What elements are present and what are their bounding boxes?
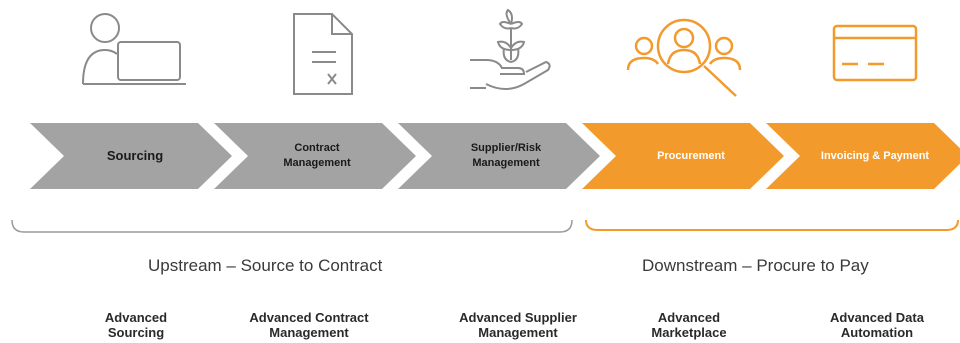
stage-invoicing-label: Invoicing & Payment xyxy=(820,149,930,162)
product-advanced-data-automation: Advanced Data Automation xyxy=(830,310,924,340)
stage-sourcing-label: Sourcing xyxy=(106,148,164,164)
product-advanced-supplier-management: Advanced Supplier Management xyxy=(459,310,577,340)
product-advanced-marketplace: Advanced Marketplace xyxy=(651,310,727,340)
product-advanced-sourcing: Advanced Sourcing xyxy=(104,310,168,340)
stage-invoicing-chevron xyxy=(766,123,960,189)
downstream-bracket xyxy=(585,219,959,231)
upstream-title: Upstream – Source to Contract xyxy=(148,256,383,275)
section-brackets xyxy=(11,219,959,233)
person-laptop-icon xyxy=(78,8,188,88)
stage-sourcing-chevron xyxy=(30,123,232,189)
stage-supplier-risk-label: Supplier/Risk Management xyxy=(470,142,542,169)
hand-plant-icon xyxy=(466,8,556,98)
upstream-bracket xyxy=(11,219,573,233)
stage-contract-label: Contract Management xyxy=(283,142,351,169)
stage-contract-chevron xyxy=(214,123,416,189)
stage-procurement-chevron xyxy=(582,123,784,189)
product-advanced-contract-management: Advanced Contract Management xyxy=(249,310,369,340)
stage-supplier-risk-chevron xyxy=(398,123,600,189)
people-search-icon xyxy=(622,8,748,100)
stage-procurement-label: Procurement xyxy=(657,149,725,162)
contract-document-icon xyxy=(290,8,360,98)
credit-card-icon xyxy=(830,8,920,88)
downstream-title: Downstream – Procure to Pay xyxy=(642,256,869,275)
process-chevrons xyxy=(30,123,960,189)
